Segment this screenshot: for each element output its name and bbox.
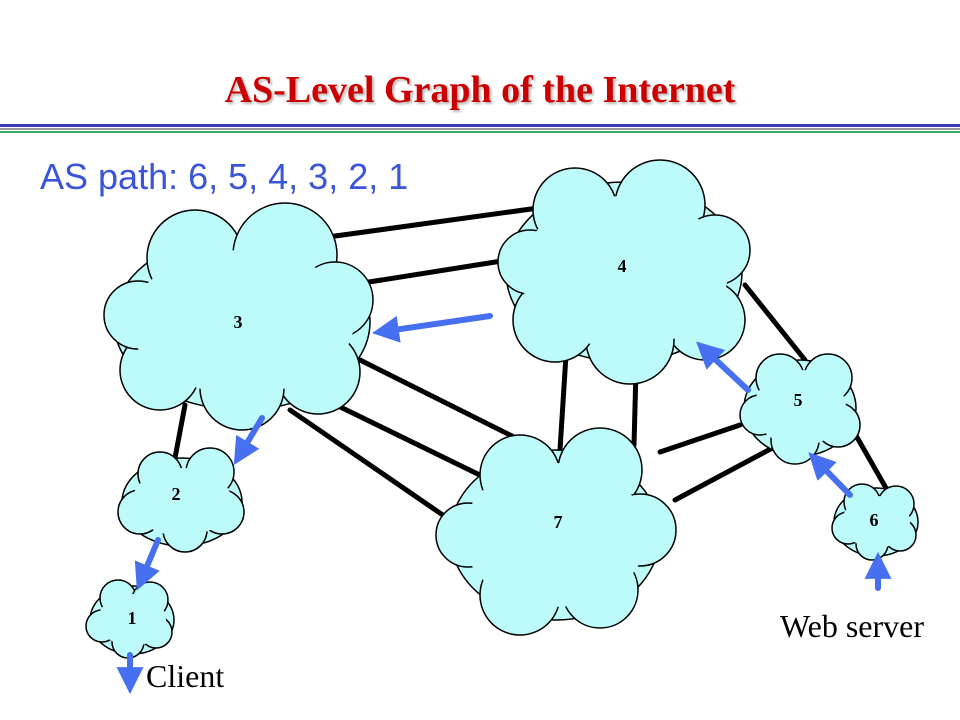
path-arrow-4-to-3 <box>371 313 493 343</box>
link-3-4-lower <box>347 257 511 288</box>
slide-title: AS-Level Graph of the Internet <box>224 69 736 111</box>
title-divider-mid <box>0 128 960 130</box>
link-3-4-upper <box>325 202 563 240</box>
as-label-1: 1 <box>128 608 137 628</box>
as-label-7: 7 <box>554 512 563 532</box>
link-7-5-upper <box>657 422 743 455</box>
as-label-5: 5 <box>794 390 803 410</box>
link-3-2 <box>172 402 188 461</box>
as-cloud-4: 4 <box>497 159 751 385</box>
as-cloud-1: 1 <box>85 579 175 659</box>
as-cloud-5: 5 <box>739 353 861 465</box>
as-path-text: AS path: 6, 5, 4, 3, 2, 1 <box>40 156 409 197</box>
path-arrow-5-to-4 <box>696 341 751 393</box>
link-3-7-b <box>323 397 493 483</box>
as-label-3: 3 <box>234 312 243 332</box>
path-arrow-6-to-5 <box>808 452 853 498</box>
title-divider-top <box>0 124 960 127</box>
link-7-5-lower <box>672 442 781 503</box>
link-4-5 <box>742 282 808 363</box>
link-3-7-c <box>287 407 453 523</box>
as-cloud-7: 7 <box>435 427 677 636</box>
as-cloud-2: 2 <box>117 447 245 553</box>
path-arrow-2-to-1 <box>134 537 161 591</box>
as-label-4: 4 <box>618 256 627 276</box>
title-divider-bottom <box>0 131 960 133</box>
web-server-label: Web server <box>780 608 925 644</box>
as-label-6: 6 <box>870 510 879 530</box>
as-path-arrows <box>116 313 892 695</box>
as-cloud-6: 6 <box>831 483 919 561</box>
as-cloud-3: 3 <box>103 202 374 431</box>
client-label: Client <box>146 658 225 694</box>
link-4-7-left <box>557 352 569 453</box>
as-label-2: 2 <box>172 484 181 504</box>
path-arrow-3-to-2 <box>233 415 265 465</box>
